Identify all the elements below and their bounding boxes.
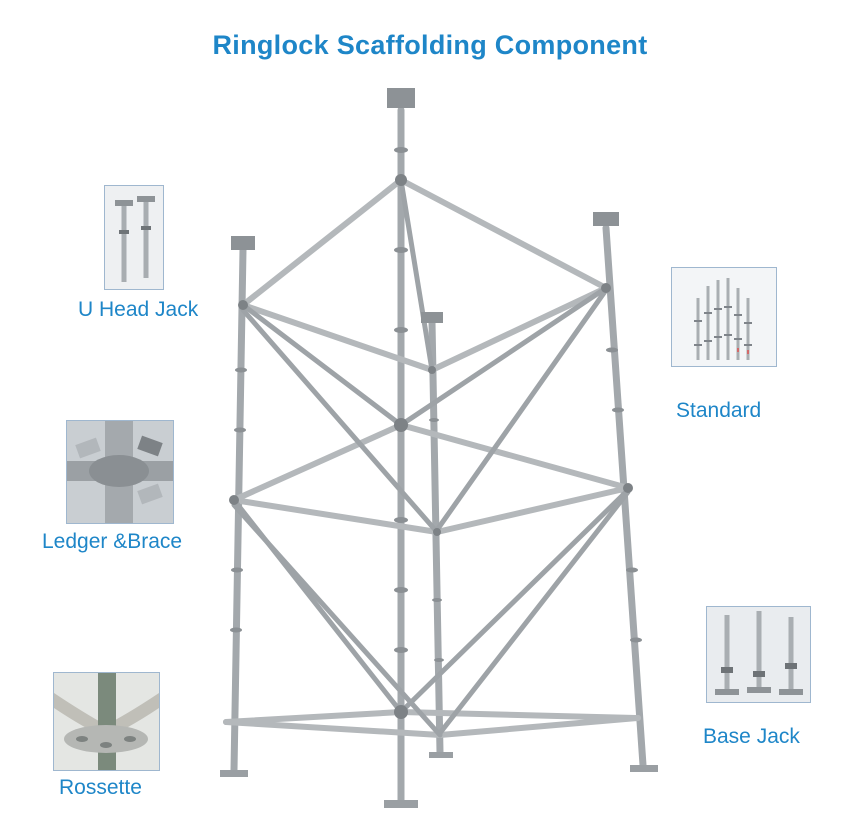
standard-photo	[671, 267, 777, 367]
base-jack-photo	[706, 606, 811, 703]
scaffold-tower-illustration	[190, 80, 660, 825]
page-title: Ringlock Scaffolding Component	[212, 30, 648, 60]
rosette-photo	[53, 672, 160, 771]
rosette-label: Rossette	[59, 776, 142, 799]
standard-label: Standard	[676, 399, 762, 422]
u-head-jack-label: U Head Jack	[78, 298, 199, 321]
ledger-brace-photo	[66, 420, 174, 524]
base-jack-label: Base Jack	[703, 725, 800, 748]
u-head-jack-photo	[104, 185, 164, 290]
ledger-brace-label: Ledger &Brace	[42, 530, 183, 553]
